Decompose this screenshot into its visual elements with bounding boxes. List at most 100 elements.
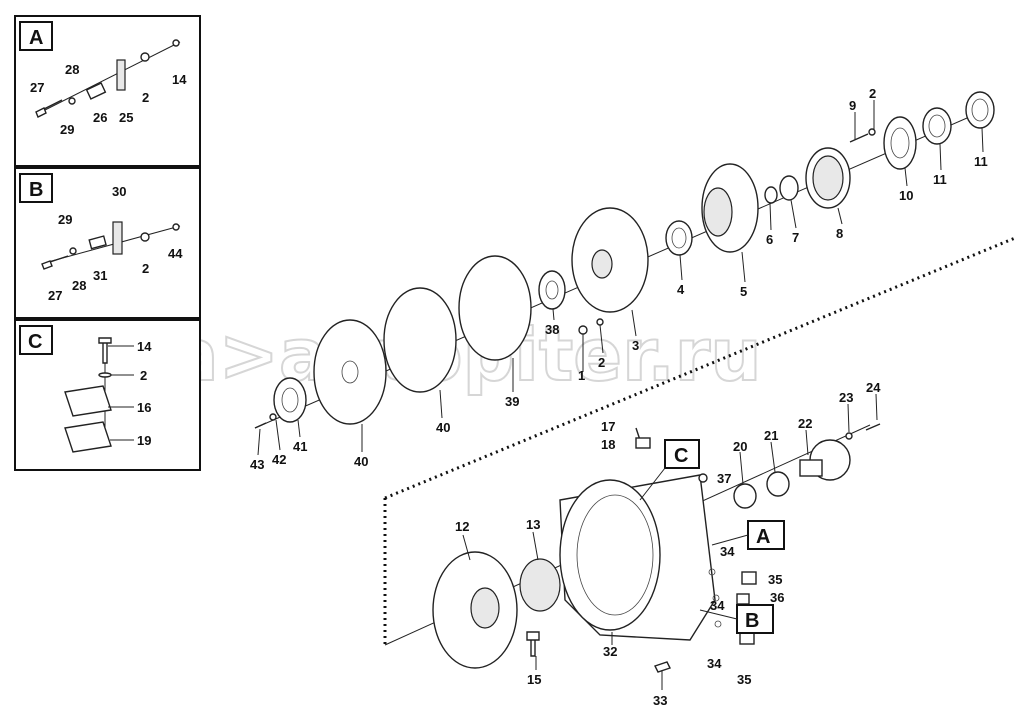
plate-40a-shape [383,287,457,393]
plate-16-shape [64,385,112,417]
inset-c-letter-box [19,325,53,355]
plug-37-shape [698,473,708,483]
label-2b: 2 [142,261,149,276]
label-part-34b: 34 [710,598,725,613]
ring-6-shape [764,186,778,204]
label-part-36: 36 [770,590,784,605]
label-part-24: 24 [866,380,881,395]
label-27: 27 [30,80,44,95]
plug-35a-shape [741,571,757,585]
label-28b: 28 [72,278,86,293]
screw-14c-shape [98,337,112,364]
label-part-3: 3 [632,338,639,353]
washer-29b-shape [69,247,77,255]
upper-assembly [254,91,995,429]
label-14: 14 [172,72,187,87]
washer-42-shape [269,413,277,421]
label-part-5: 5 [740,284,747,299]
label-part-1: 1 [578,368,585,383]
ring-20-shape [733,483,757,509]
washer-23-shape [845,432,853,440]
label-part-11a: 11 [974,154,988,169]
label-part-4: 4 [677,282,685,297]
callout-c-box [664,439,700,469]
label-28: 28 [65,62,79,77]
label-25: 25 [119,110,133,125]
plate-19-shape [64,421,112,453]
label-part-2-top: 2 [869,86,876,101]
label-part-15: 15 [527,672,541,687]
label-part-9: 9 [849,98,856,113]
seal-4-shape [665,220,693,256]
label-part-40b: 40 [354,454,368,469]
label-part-32: 32 [603,644,617,659]
housing-bore-shape [559,479,661,631]
label-part-35a: 35 [768,572,782,587]
ring-41-shape [273,377,307,423]
washer-1-shape [578,325,588,335]
callout-b: B [699,604,774,634]
washer-2m-shape [596,318,604,326]
label-29b: 29 [58,212,72,227]
label-2c: 2 [140,368,147,383]
lower-assembly [384,423,881,690]
label-part-34a: 34 [720,544,735,559]
label-part-42: 42 [272,452,286,467]
bolt-27-shape [35,99,63,118]
label-29: 29 [60,122,74,137]
label-part-33: 33 [653,693,667,708]
plate-40b-shape [313,319,387,425]
plug-36-shape [736,593,750,605]
label-part-39: 39 [505,394,519,409]
label-part-13: 13 [526,517,540,532]
callout-c-letter: C [674,445,688,467]
washer-2u-shape [868,128,876,136]
label-part-11b: 11 [933,172,947,187]
plate-39-shape [458,255,532,361]
leader-lines [257,100,984,485]
screw-14-shape [172,39,180,47]
inset-b: B 30 29 27 28 31 2 44 [14,167,201,319]
label-part-43: 43 [250,457,264,472]
label-part-18: 18 [601,437,615,452]
inset-c-letter: C [28,331,42,353]
bolt-27b-shape [41,255,69,270]
inset-b-letter: B [29,179,43,201]
spring-26-shape [85,82,107,100]
plate-25-shape [116,59,126,91]
label-part-7: 7 [792,230,799,245]
label-part-17: 17 [601,419,615,434]
label-44: 44 [168,246,183,261]
bolt-24-shape [865,423,881,431]
label-part-35b: 35 [737,672,751,687]
callout-c: C [639,439,700,501]
cap-18-shape [635,437,651,449]
seal-11a-shape [965,91,995,129]
inset-b-letter-box [19,173,53,203]
label-part-23: 23 [839,390,853,405]
label-part-37: 37 [717,471,731,486]
ring-21-shape [766,471,790,497]
spacer-38-shape [538,270,566,310]
label-2: 2 [142,90,149,105]
seal-11b-shape [922,107,952,145]
callout-a-letter: A [756,526,770,548]
washer-2c-shape [98,372,112,378]
label-14c: 14 [137,339,152,354]
flange-10-shape [883,116,917,170]
inset-a: A 27 28 29 26 25 2 14 [14,15,201,167]
label-part-34c: 34 [707,656,722,671]
bolt-43-shape [254,422,267,429]
bolt-33-shape [654,661,671,673]
washer-28-shape [68,97,76,105]
label-26: 26 [93,110,107,125]
inset-a-letter-box [19,21,53,51]
label-27b: 27 [48,288,62,303]
label-part-8: 8 [836,226,843,241]
ring-7-shape [779,175,799,201]
flange-22-hub [799,459,823,477]
label-19: 19 [137,433,151,448]
label-30: 30 [112,184,126,199]
